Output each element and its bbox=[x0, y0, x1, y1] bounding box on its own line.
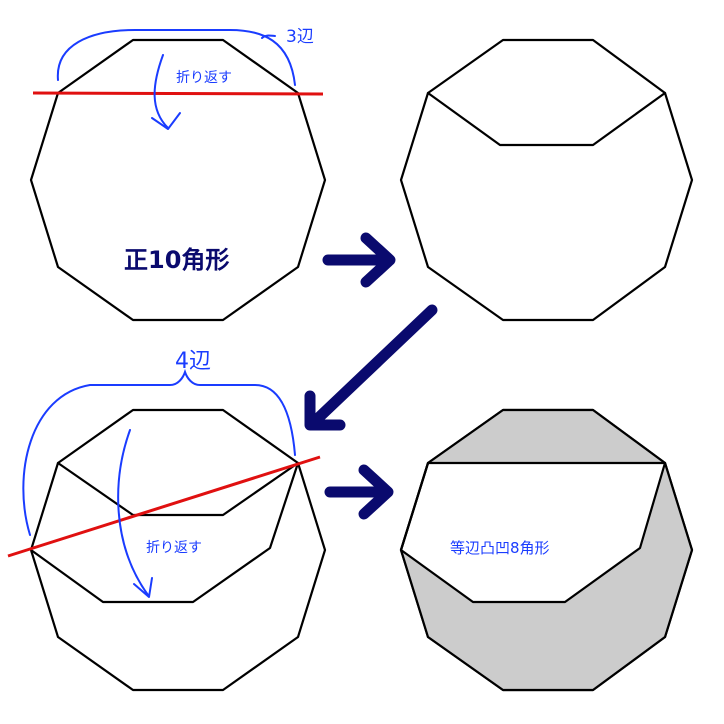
folded-once-outline bbox=[399, 38, 694, 322]
panel-second-fold: 4辺 折り返す bbox=[7, 349, 327, 692]
shape-label: 正10角形 bbox=[124, 246, 229, 274]
folded-flap bbox=[426, 91, 667, 147]
panel-decagon: 3辺 折り返す 正10角形 bbox=[29, 27, 327, 322]
step-arrow-right-1 bbox=[322, 232, 396, 288]
final-inner-edges bbox=[399, 461, 667, 604]
edge-count-brace bbox=[56, 29, 296, 86]
fold-line bbox=[7, 455, 321, 558]
edge-count-brace bbox=[22, 368, 296, 536]
fold-direction-arrow bbox=[151, 54, 181, 130]
step-arrow-diagonal bbox=[304, 304, 438, 431]
first-flap-lines bbox=[56, 461, 300, 517]
fold-line bbox=[32, 91, 324, 96]
brace-tick bbox=[261, 34, 276, 39]
panel-folded-once bbox=[399, 38, 694, 322]
fold-direction-arrow bbox=[117, 429, 153, 598]
decagon-outline bbox=[29, 38, 327, 322]
panel-final-shape: 等辺凸凹8角形 bbox=[399, 408, 694, 692]
fold-label: 折り返す bbox=[146, 540, 202, 556]
fold-label: 折り返す bbox=[176, 70, 232, 86]
shaded-bottom-region bbox=[402, 463, 691, 689]
edge-count-label: 3辺 bbox=[286, 27, 314, 47]
shape-label: 等辺凸凹8角形 bbox=[450, 539, 550, 557]
shaded-top-region bbox=[428, 411, 664, 463]
step-arrow-right-2 bbox=[324, 464, 394, 520]
edge-count-label: 4辺 bbox=[175, 349, 211, 374]
second-flap-lines bbox=[29, 461, 300, 604]
